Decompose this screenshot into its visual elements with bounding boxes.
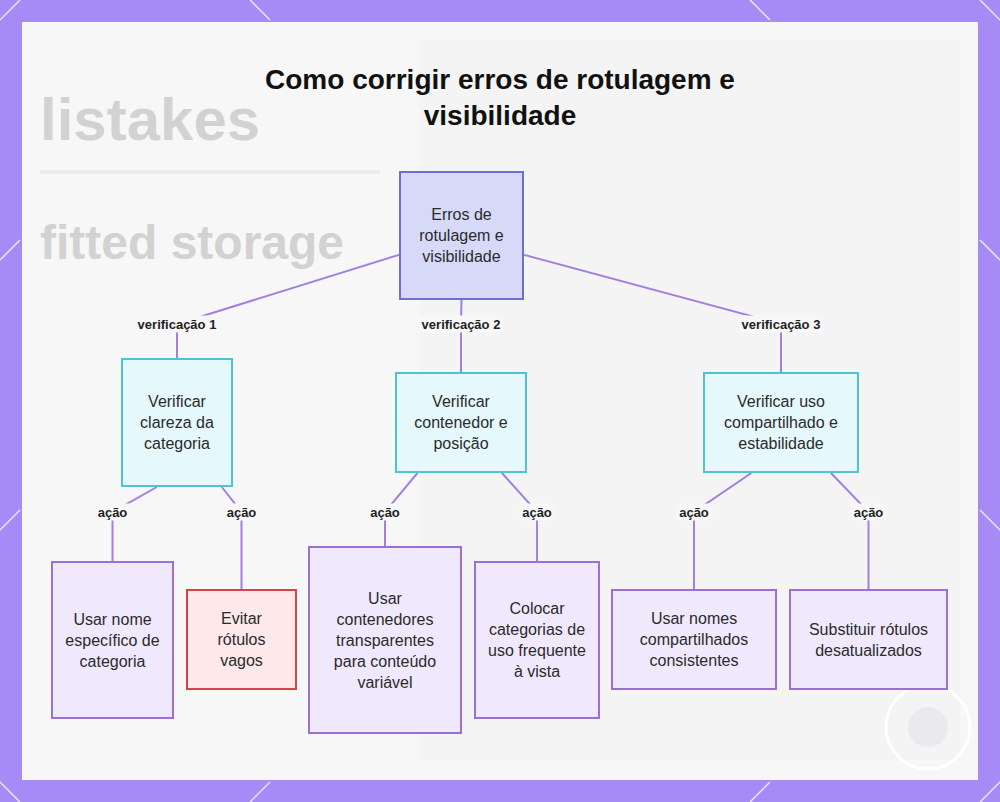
node-text: Verificar contenedor e posição [397, 385, 525, 460]
node-text: Verificar clareza da categoria [123, 385, 231, 460]
node-text: Usar contenedores transparentes para con… [310, 582, 460, 699]
action-box: Colocar categorias de uso frequente à vi… [474, 561, 600, 719]
edge-label: ação [224, 504, 260, 521]
edge-label: verificação 3 [739, 316, 824, 333]
edge-label: ação [95, 504, 131, 521]
connector-line [694, 473, 751, 589]
logo-watermark [886, 685, 970, 769]
root-box: Erros de rotulagem e visibilidade [399, 171, 524, 300]
edge-label: ação [676, 504, 712, 521]
background-text: fitted storage [40, 215, 344, 270]
node-text: Usar nome específico de categoria [53, 603, 172, 678]
node-text: Evitar rótulos vagos [188, 602, 295, 677]
action-box: Evitar rótulos vagos [186, 589, 297, 690]
node-text: Substituir rótulos desatualizados [791, 613, 946, 667]
faded-photo-line [40, 170, 380, 174]
edge-label: ação [519, 504, 555, 521]
node-text: Erros de rotulagem e visibilidade [401, 198, 522, 273]
connector-line [222, 487, 242, 589]
node-text: Verificar uso compartilhado e estabilida… [705, 385, 857, 460]
check-box: Verificar clareza da categoria [121, 358, 233, 487]
edge-label: ação [367, 504, 403, 521]
connector-line [177, 255, 399, 358]
connector-line [460, 300, 463, 372]
node-text: Usar nomes compartilhados consistentes [613, 602, 775, 677]
logo-watermark-dot [908, 707, 948, 747]
connector-line [831, 473, 869, 589]
connector-line [113, 487, 157, 561]
edge-label: ação [851, 504, 887, 521]
background-text: listakes [40, 85, 260, 154]
action-box: Usar contenedores transparentes para con… [308, 546, 462, 734]
panel [22, 22, 978, 780]
action-box: Usar nomes compartilhados consistentes [611, 589, 777, 690]
action-box: Usar nome específico de categoria [51, 561, 174, 719]
edge-label: verificação 1 [135, 316, 220, 333]
node-text: Colocar categorias de uso frequente à vi… [476, 592, 598, 688]
action-box: Substituir rótulos desatualizados [789, 589, 948, 690]
connector-line [524, 255, 781, 372]
check-box: Verificar uso compartilhado e estabilida… [703, 372, 859, 473]
edge-label: verificação 2 [419, 316, 504, 333]
check-box: Verificar contenedor e posição [395, 372, 527, 473]
diagram-title: Como corrigir erros de rotulagem e visib… [210, 62, 790, 134]
